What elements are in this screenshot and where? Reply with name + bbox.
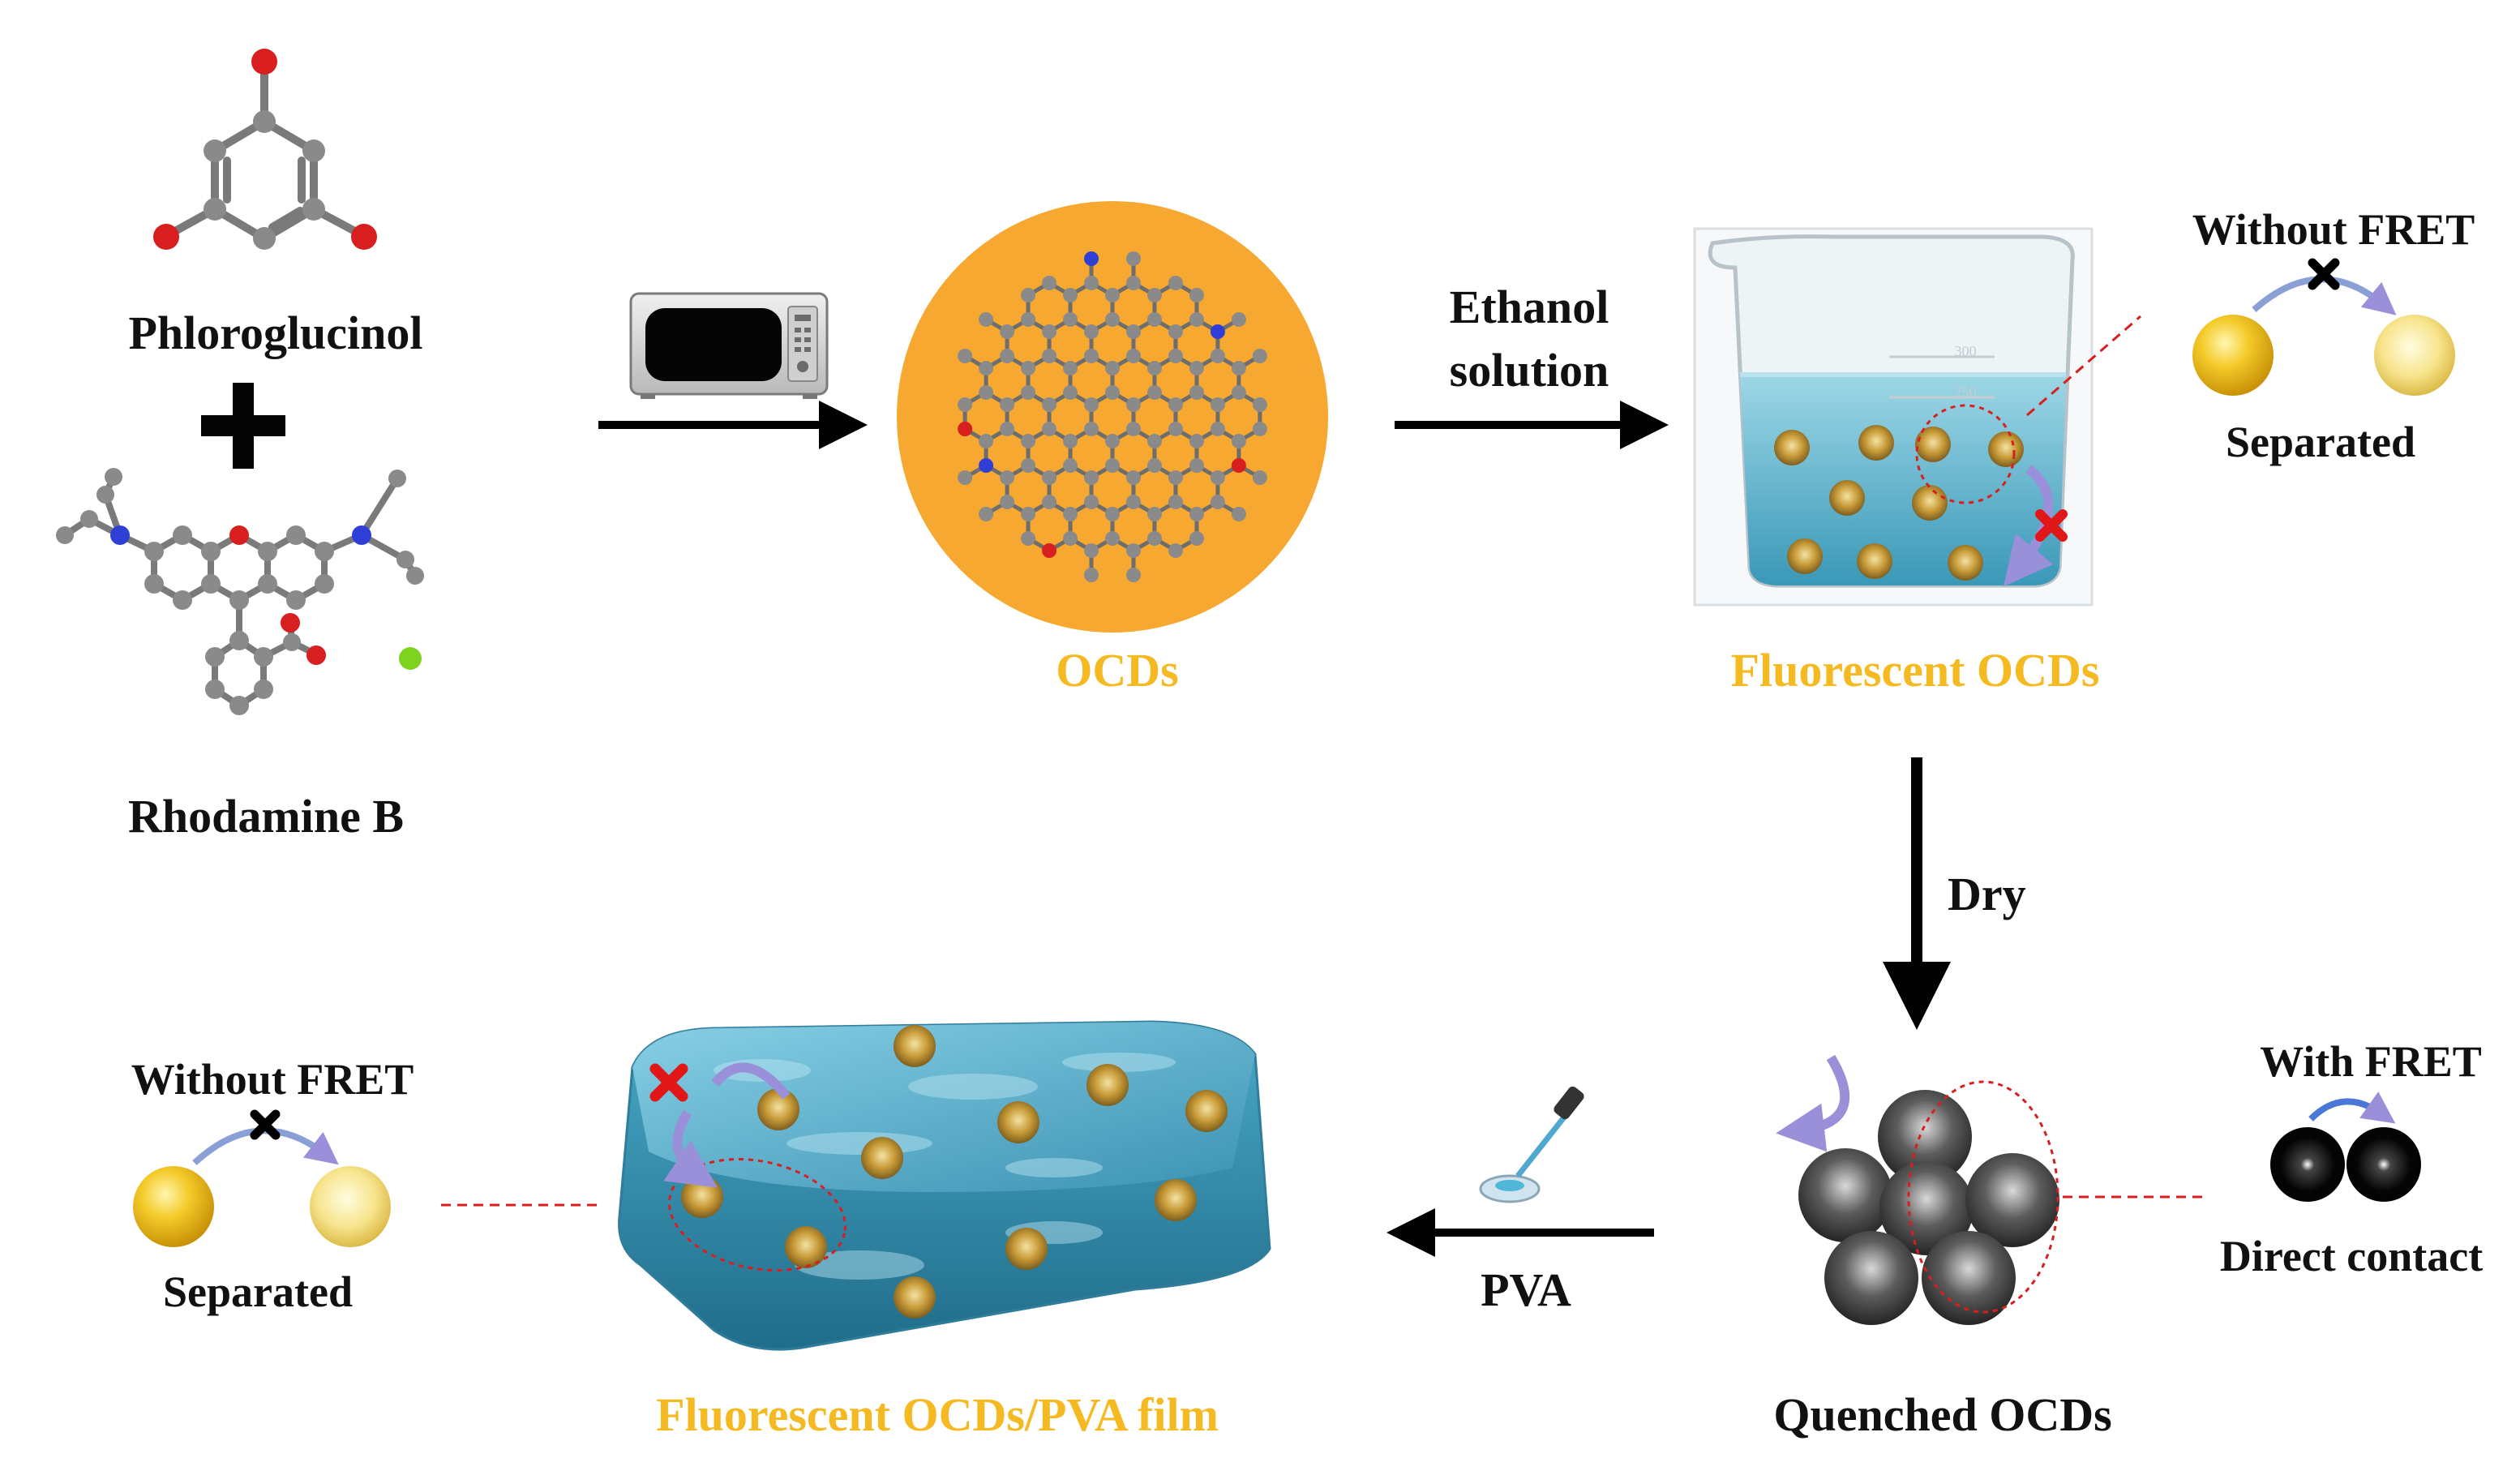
dropper-icon xyxy=(1479,1086,1584,1203)
ocds-disk xyxy=(897,201,1328,633)
beaker-mark-250: 250 xyxy=(1954,384,1977,400)
film-label: Fluorescent OCDs/PVA film xyxy=(656,1388,1219,1441)
pva-film xyxy=(441,1020,1271,1351)
cross-icon xyxy=(250,1109,281,1140)
rhodamine-b-molecule xyxy=(56,468,424,715)
ethanol-label-line1: Ethanol xyxy=(1449,281,1609,333)
beaker-mark-300: 300 xyxy=(1954,343,1977,359)
ocds-label: OCDs xyxy=(1056,644,1179,697)
phloroglucinol-label: Phloroglucinol xyxy=(128,307,423,359)
microwave-oven xyxy=(629,292,829,399)
quenched-ocds-cluster xyxy=(1776,1054,2205,1325)
beaker xyxy=(1693,227,2141,607)
plus-sign xyxy=(201,383,285,469)
inset-bottom-left xyxy=(133,1109,391,1247)
inset-top-right-title: Without FRET xyxy=(2192,205,2475,254)
inset-bottom-left-title: Without FRET xyxy=(131,1055,414,1104)
inset-mid-right-caption: Direct contact xyxy=(2219,1232,2484,1280)
inset-bottom-left-caption: Separated xyxy=(163,1267,353,1316)
fluorescent-ocds-label: Fluorescent OCDs xyxy=(1730,644,2100,697)
no-fret-cross-icon xyxy=(2035,509,2068,542)
inset-top-right xyxy=(2192,258,2455,396)
rhodamine-b-label: Rhodamine B xyxy=(127,790,405,843)
inset-top-right-caption: Separated xyxy=(2226,418,2415,466)
ethanol-label-line2: solution xyxy=(1449,344,1609,397)
quenched-ocds-label: Quenched OCDs xyxy=(1773,1388,2112,1441)
phloroglucinol-molecule xyxy=(153,49,377,250)
dry-label: Dry xyxy=(1948,868,2026,920)
cross-icon xyxy=(2308,258,2340,290)
inset-mid-right xyxy=(2270,1091,2421,1202)
no-fret-cross-icon xyxy=(649,1063,688,1102)
inset-mid-right-title: With FRET xyxy=(2260,1037,2482,1086)
pva-label: PVA xyxy=(1481,1263,1571,1316)
